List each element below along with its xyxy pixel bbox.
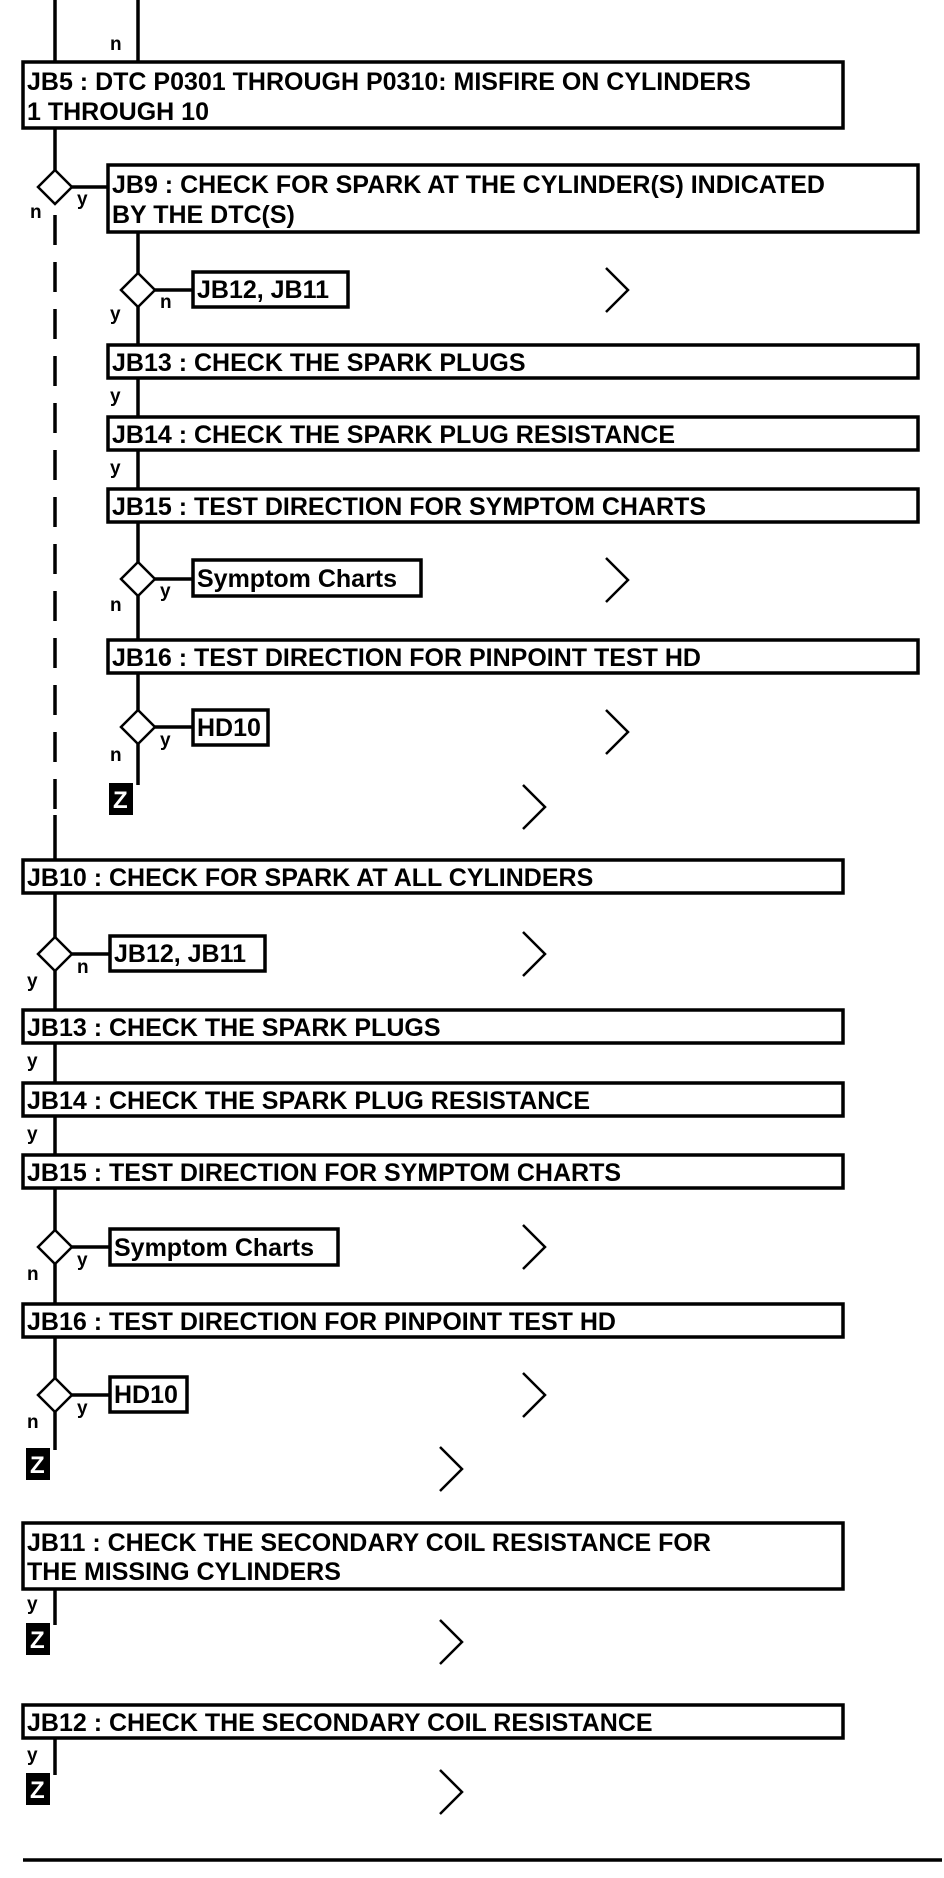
label-yes: y xyxy=(27,1124,38,1145)
label-yes: y xyxy=(110,304,121,325)
step-box-jb5[interactable] xyxy=(21,60,845,130)
terminal-z-label: Z xyxy=(30,1452,45,1479)
link-hd10: HD10 xyxy=(197,714,261,742)
label-yes: y xyxy=(27,1051,38,1072)
terminal-z-label: Z xyxy=(30,1777,45,1804)
step-jb5-line1: JB5 : DTC P0301 THROUGH P0310: MISFIRE O… xyxy=(27,68,751,96)
terminal-z-label: Z xyxy=(113,787,128,814)
label-yes: y xyxy=(160,730,171,751)
label-no: n xyxy=(110,745,122,766)
label-yes: y xyxy=(77,189,88,210)
terminal-z xyxy=(26,1448,50,1480)
terminal-z xyxy=(26,1623,50,1655)
link-symptom-charts: Symptom Charts xyxy=(197,565,397,593)
label-yes: y xyxy=(160,581,171,602)
step-jb12: JB12 : CHECK THE SECONDARY COIL RESISTAN… xyxy=(27,1709,653,1737)
label-yes: y xyxy=(27,1594,38,1615)
terminal-z-label: Z xyxy=(30,1627,45,1654)
link-box-jb12-jb11[interactable] xyxy=(108,934,267,973)
step-jb5-line2: 1 THROUGH 10 xyxy=(27,98,209,126)
chevron-right-icon[interactable] xyxy=(439,1769,464,1815)
step-box-jb10[interactable] xyxy=(21,858,845,895)
label-no: n xyxy=(77,957,89,978)
label-no: n xyxy=(27,1264,39,1285)
decision-diamond xyxy=(119,708,157,746)
decision-diamond xyxy=(36,1228,74,1266)
step-box-jb13[interactable] xyxy=(106,343,920,380)
link-box-symptom-charts[interactable] xyxy=(108,1227,340,1267)
step-jb13: JB13 : CHECK THE SPARK PLUGS xyxy=(27,1014,441,1042)
step-jb16: JB16 : TEST DIRECTION FOR PINPOINT TEST … xyxy=(112,644,701,672)
step-box-jb11[interactable] xyxy=(21,1521,845,1591)
label-no: n xyxy=(30,202,42,223)
chevron-right-icon[interactable] xyxy=(439,1619,464,1665)
label-no: n xyxy=(110,595,122,616)
chevron-right-icon[interactable] xyxy=(522,784,547,830)
decision-diamond xyxy=(36,168,74,206)
step-jb15: JB15 : TEST DIRECTION FOR SYMPTOM CHARTS xyxy=(27,1159,621,1187)
chevron-right-icon[interactable] xyxy=(605,709,630,755)
link-box-symptom-charts[interactable] xyxy=(191,558,423,598)
link-box-hd10[interactable] xyxy=(191,708,270,747)
label-no: n xyxy=(160,292,172,313)
step-jb15: JB15 : TEST DIRECTION FOR SYMPTOM CHARTS xyxy=(112,493,706,521)
terminal-z xyxy=(26,1773,50,1805)
label-yes: y xyxy=(110,458,121,479)
decision-diamond xyxy=(119,271,157,309)
step-jb16: JB16 : TEST DIRECTION FOR PINPOINT TEST … xyxy=(27,1308,616,1336)
step-box-jb15[interactable] xyxy=(21,1153,845,1190)
step-box-jb14[interactable] xyxy=(21,1081,845,1118)
terminal-z xyxy=(109,783,133,815)
label-no: n xyxy=(110,34,122,55)
step-box-jb13[interactable] xyxy=(21,1008,845,1045)
decision-diamond xyxy=(36,1376,74,1414)
step-jb14: JB14 : CHECK THE SPARK PLUG RESISTANCE xyxy=(112,421,675,449)
label-yes: y xyxy=(27,1745,38,1766)
chevron-right-icon[interactable] xyxy=(522,1372,547,1418)
step-jb11-line2: THE MISSING CYLINDERS xyxy=(27,1558,341,1586)
decision-diamond xyxy=(36,935,74,973)
step-box-jb16[interactable] xyxy=(106,638,920,675)
label-no: n xyxy=(27,1412,39,1433)
label-yes: y xyxy=(77,1398,88,1419)
step-jb9-line1: JB9 : CHECK FOR SPARK AT THE CYLINDER(S)… xyxy=(112,171,825,199)
decision-diamond xyxy=(119,560,157,598)
step-jb11-line1: JB11 : CHECK THE SECONDARY COIL RESISTAN… xyxy=(27,1529,711,1557)
chevron-right-icon[interactable] xyxy=(605,557,630,603)
link-jb12-jb11: JB12, JB11 xyxy=(114,940,246,968)
chevron-right-icon[interactable] xyxy=(439,1446,464,1492)
link-hd10: HD10 xyxy=(114,1381,178,1409)
chevron-right-icon[interactable] xyxy=(522,931,547,977)
link-jb12-jb11: JB12, JB11 xyxy=(197,276,329,304)
step-box-jb15[interactable] xyxy=(106,487,920,524)
label-yes: y xyxy=(27,971,38,992)
link-box-hd10[interactable] xyxy=(108,1375,189,1414)
step-jb9-line2: BY THE DTC(S) xyxy=(112,201,295,229)
chevron-right-icon[interactable] xyxy=(522,1224,547,1270)
link-box-jb12-jb11[interactable] xyxy=(191,270,350,309)
link-symptom-charts: Symptom Charts xyxy=(114,1234,314,1262)
step-box-jb12[interactable] xyxy=(21,1703,845,1740)
step-jb10: JB10 : CHECK FOR SPARK AT ALL CYLINDERS xyxy=(27,864,593,892)
step-jb13: JB13 : CHECK THE SPARK PLUGS xyxy=(112,349,526,377)
label-yes: y xyxy=(77,1250,88,1271)
step-jb14: JB14 : CHECK THE SPARK PLUG RESISTANCE xyxy=(27,1087,590,1115)
label-yes: y xyxy=(110,386,121,407)
step-box-jb14[interactable] xyxy=(106,415,920,452)
step-box-jb16[interactable] xyxy=(21,1302,845,1339)
step-box-jb9[interactable] xyxy=(106,163,920,234)
chevron-right-icon[interactable] xyxy=(605,267,630,313)
